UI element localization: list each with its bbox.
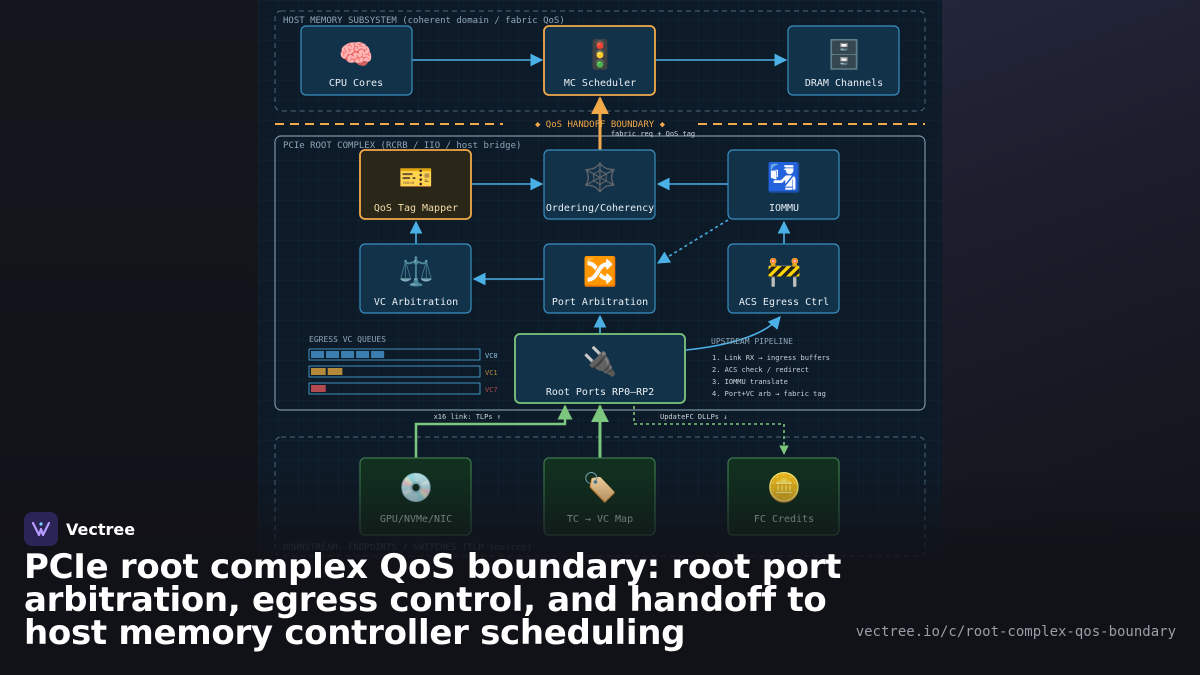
pipeline-step-4: 4. Port+VC arb → fabric tag bbox=[712, 390, 826, 398]
queue-frame bbox=[308, 365, 481, 378]
fabric-edge-label: fabric req + QoS tag bbox=[611, 130, 695, 138]
node-vc-arbitration[interactable]: ⚖️ VC Arbitration bbox=[359, 243, 472, 314]
spider-web-icon: 🕸️ bbox=[583, 161, 618, 194]
queue-label: VC7 bbox=[485, 386, 498, 394]
node-gpu-nvme-nic[interactable]: 💿 GPU/NVMe/NIC bbox=[359, 457, 472, 536]
node-fc-credits[interactable]: 🪙 FC Credits bbox=[727, 457, 840, 536]
port-arb-label: Port Arbitration bbox=[552, 297, 648, 308]
host-region-label: HOST MEMORY SUBSYSTEM (coherent domain /… bbox=[283, 16, 565, 26]
node-ordering-coherency[interactable]: 🕸️ Ordering/Coherency bbox=[543, 149, 656, 220]
cpu-label: CPU Cores bbox=[329, 78, 383, 89]
plug-icon: 🔌 bbox=[583, 345, 618, 378]
ordering-label: Ordering/Coherency bbox=[546, 203, 654, 214]
edge-rootports-acs bbox=[685, 316, 781, 351]
coin-icon: 🪙 bbox=[767, 471, 802, 504]
updatefc-label: UpdateFC DLLPs ↓ bbox=[660, 413, 727, 421]
acs-label: ACS Egress Ctrl bbox=[739, 297, 829, 308]
queue-frame bbox=[308, 382, 481, 395]
tc-vc-label: TC → VC Map bbox=[567, 514, 633, 525]
ticket-icon: 🎫 bbox=[399, 161, 434, 194]
dram-label: DRAM Channels bbox=[805, 78, 883, 89]
construction-barrier-icon: 🚧 bbox=[767, 255, 802, 288]
file-cabinet-icon: 🗄️ bbox=[827, 38, 862, 71]
queue-fill-segment bbox=[371, 351, 385, 358]
edge-iommu-portarb-dashed bbox=[656, 219, 729, 264]
queue-fill-segment bbox=[311, 385, 326, 392]
headline: PCIe root complex QoS boundary: root por… bbox=[24, 547, 842, 653]
brand-logo bbox=[24, 512, 58, 546]
fc-label: FC Credits bbox=[754, 514, 814, 525]
x16-link-label: x16 link: TLPs ↑ bbox=[434, 413, 501, 421]
queue-fill-segment bbox=[326, 351, 340, 358]
queue-label: VC1 bbox=[485, 369, 498, 377]
iommu-label: IOMMU bbox=[769, 203, 799, 214]
node-dram-channels[interactable]: 🗄️ DRAM Channels bbox=[787, 25, 900, 96]
mc-label: MC Scheduler bbox=[564, 78, 636, 89]
brand: Vectree bbox=[24, 512, 135, 546]
pipeline-step-1: 1. Link RX → ingress buffers bbox=[712, 354, 830, 362]
node-root-ports[interactable]: 🔌 Root Ports RP0–RP2 bbox=[514, 333, 686, 404]
qos-diagram: HOST MEMORY SUBSYSTEM (coherent domain /… bbox=[258, 0, 942, 560]
pipeline-title: UPSTREAM PIPELINE bbox=[711, 337, 793, 346]
tag-icon: 🏷️ bbox=[583, 471, 618, 504]
queue-frame bbox=[308, 348, 481, 361]
passport-control-icon: 🛂 bbox=[767, 161, 802, 194]
pipeline-step-2: 2. ACS check / redirect bbox=[712, 366, 809, 374]
queue-fill-segment bbox=[341, 351, 355, 358]
qos-mapper-label: QoS Tag Mapper bbox=[374, 203, 458, 214]
shuffle-icon: 🔀 bbox=[583, 255, 618, 288]
queue-fill-segment bbox=[311, 351, 325, 358]
vc-arb-label: VC Arbitration bbox=[374, 297, 458, 308]
traffic-light-icon: 🚦 bbox=[583, 38, 618, 71]
node-qos-tag-mapper[interactable]: 🎫 QoS Tag Mapper bbox=[359, 149, 472, 220]
queue-fill-segment bbox=[311, 368, 326, 375]
brain-icon: 🧠 bbox=[339, 38, 374, 71]
queues-title: EGRESS VC QUEUES bbox=[309, 335, 386, 344]
pipeline-step-3: 3. IOMMU translate bbox=[712, 378, 788, 386]
node-mc-scheduler[interactable]: 🚦 MC Scheduler bbox=[543, 25, 656, 96]
node-tc-vc-map[interactable]: 🏷️ TC → VC Map bbox=[543, 457, 656, 536]
root-ports-label: Root Ports RP0–RP2 bbox=[546, 387, 654, 398]
queue-label: VC0 bbox=[485, 352, 498, 360]
queue-fill-segment bbox=[327, 368, 343, 375]
node-acs-egress-ctrl[interactable]: 🚧 ACS Egress Ctrl bbox=[727, 243, 840, 314]
root-complex-region-label: PCIe ROOT COMPLEX (RCRB / IIO / host bri… bbox=[283, 141, 521, 151]
node-cpu-cores[interactable]: 🧠 CPU Cores bbox=[300, 25, 413, 96]
node-port-arbitration[interactable]: 🔀 Port Arbitration bbox=[543, 243, 656, 314]
queue-fill-segment bbox=[356, 351, 370, 358]
scales-icon: ⚖️ bbox=[399, 255, 434, 288]
node-iommu[interactable]: 🛂 IOMMU bbox=[727, 149, 840, 220]
brand-name: Vectree bbox=[66, 519, 136, 539]
background-right bbox=[942, 0, 1200, 675]
edge-gpu-rootports bbox=[414, 404, 573, 458]
page-url[interactable]: vectree.io/c/root-complex-qos-boundary bbox=[855, 624, 1176, 640]
gpu-label: GPU/NVMe/NIC bbox=[380, 514, 452, 525]
edge-rootports-fc-dashed bbox=[633, 406, 789, 455]
vectree-logo-icon bbox=[31, 521, 51, 537]
disc-icon: 💿 bbox=[399, 471, 434, 504]
